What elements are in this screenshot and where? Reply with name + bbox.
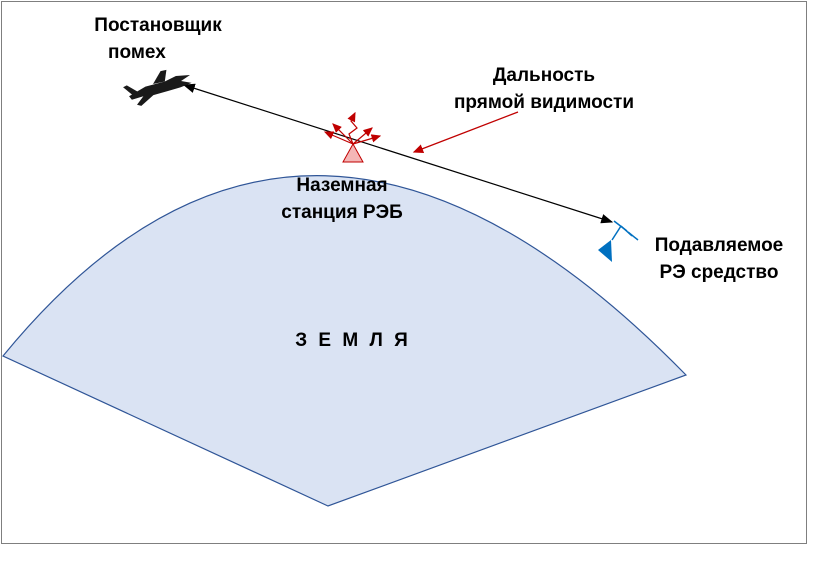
- triangle-antenna-icon: [323, 111, 382, 163]
- los-callout-arrow: [412, 111, 519, 153]
- target-label-line2: РЭ средство: [659, 262, 779, 283]
- station-label-line1: Наземная: [296, 175, 388, 196]
- los-label-line2: прямой видимости: [453, 92, 635, 113]
- target-label: Подавляемое РЭ средство: [642, 232, 796, 286]
- station-label-line2: станция РЭБ: [281, 202, 403, 223]
- los-label-line1: Дальность: [492, 65, 596, 86]
- line-of-sight: [182, 83, 614, 224]
- radar-antenna-icon: [598, 220, 639, 262]
- earth-label: З Е М Л Я: [295, 330, 411, 351]
- jammer-label-line2: помех: [108, 42, 166, 63]
- los-label: Дальность прямой видимости: [428, 62, 660, 116]
- jet-aircraft-icon: [123, 69, 192, 106]
- target-label-line1: Подавляемое: [654, 235, 784, 256]
- jammer-label: Постановщик помех: [86, 12, 230, 66]
- jammer-label-line1: Постановщик: [94, 15, 222, 36]
- diagram-frame: [1, 1, 807, 544]
- station-label: Наземная станция РЭБ: [272, 172, 412, 226]
